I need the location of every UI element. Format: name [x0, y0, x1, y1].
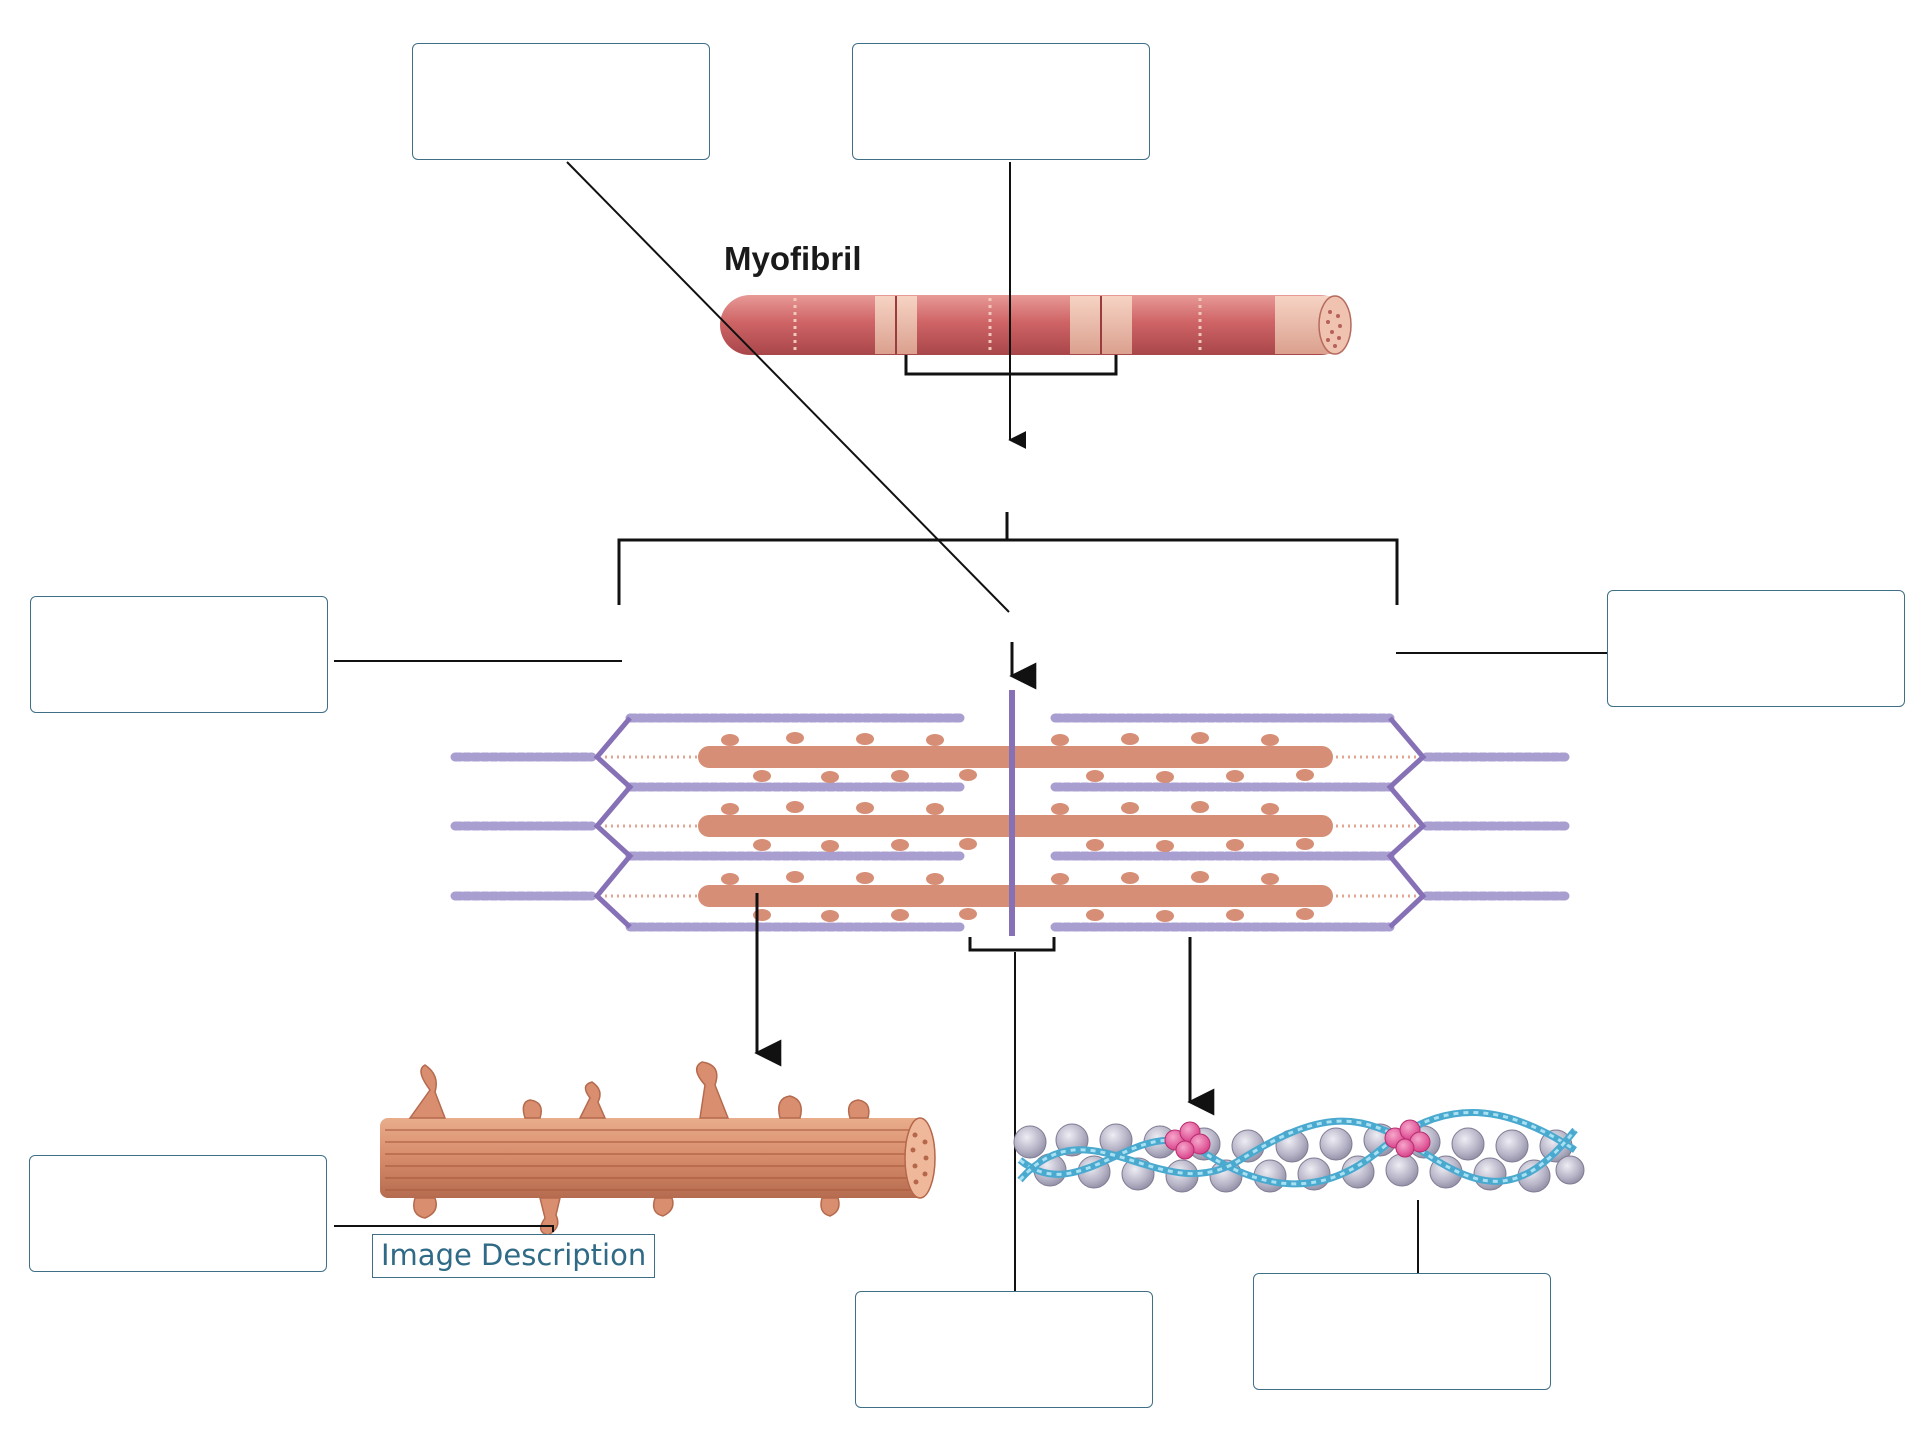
- label-box-mid-right[interactable]: [1607, 590, 1905, 707]
- label-box-bottom-right[interactable]: [1253, 1273, 1551, 1390]
- myofibril-title: Myofibril: [724, 240, 862, 277]
- label-box-mid-left[interactable]: [30, 596, 328, 713]
- sarcomere-illustration: [450, 690, 1570, 952]
- myofibril-illustration: [720, 295, 1352, 376]
- thin-filament-illustration: [1013, 1109, 1585, 1193]
- image-description-link[interactable]: Image Description: [372, 1234, 656, 1278]
- label-box-top-left[interactable]: [412, 43, 710, 160]
- leader-line-bottom-left: [334, 1225, 554, 1232]
- sarcomere-bracket: [617, 512, 1399, 605]
- leader-line-top-left: [566, 161, 1010, 613]
- thick-filament-illustration: [380, 1061, 936, 1236]
- label-box-top-center[interactable]: [852, 43, 1150, 160]
- label-box-bottom-left[interactable]: [29, 1155, 327, 1272]
- label-box-bottom-center[interactable]: [855, 1291, 1153, 1408]
